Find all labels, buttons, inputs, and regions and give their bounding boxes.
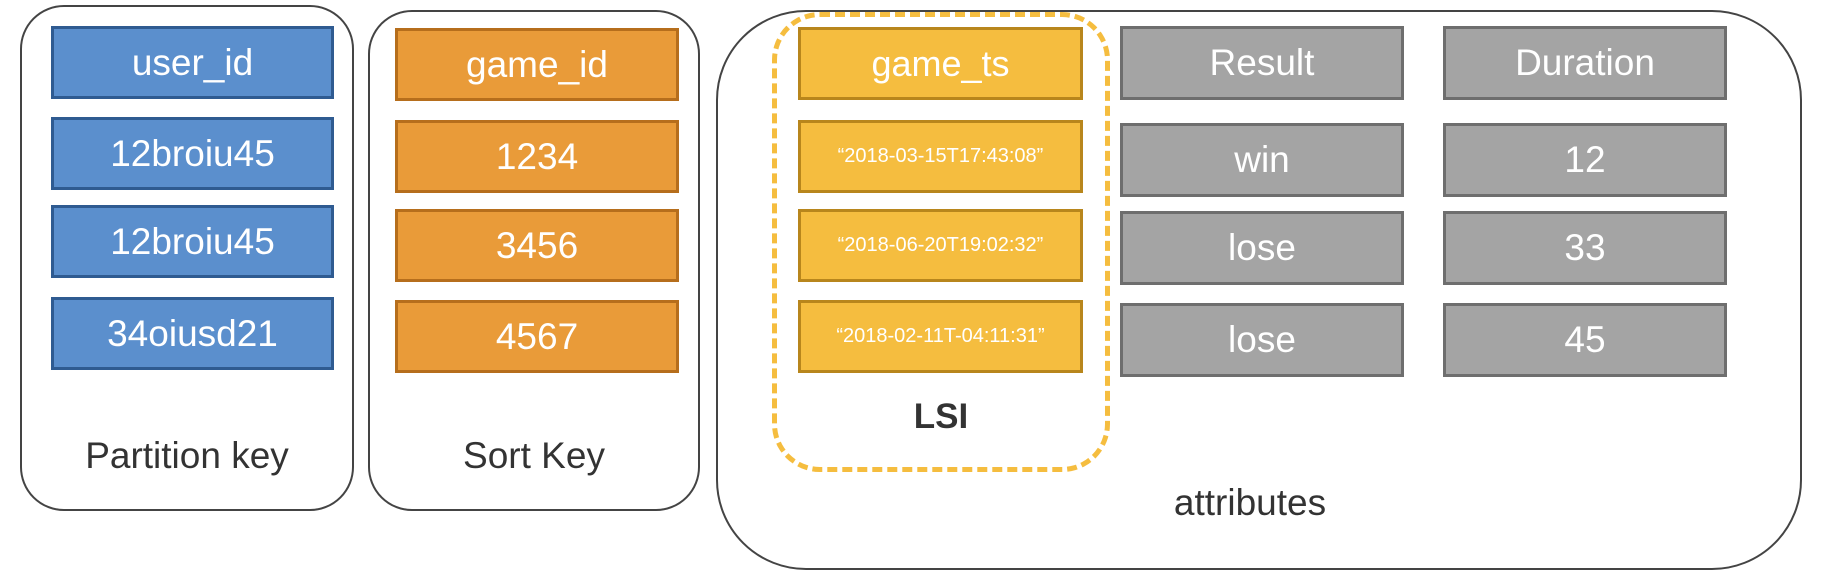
duration-cell-3: 45 xyxy=(1443,303,1727,377)
game-ts-cell-3: “2018-02-11T-04:11:31” xyxy=(798,300,1083,373)
partition-key-cell-2: 12broiu45 xyxy=(51,205,334,278)
game-ts-header: game_ts xyxy=(798,27,1083,100)
result-cell-1: win xyxy=(1120,123,1404,197)
lsi-highlight xyxy=(772,12,1110,472)
duration-cell-2: 33 xyxy=(1443,211,1727,285)
sort-key-cell-3: 4567 xyxy=(395,300,679,373)
game-ts-cell-1: “2018-03-15T17:43:08” xyxy=(798,120,1083,193)
game-ts-cell-2: “2018-06-20T19:02:32” xyxy=(798,209,1083,282)
sort-key-header: game_id xyxy=(395,28,679,101)
partition-key-cell-3: 34oiusd21 xyxy=(51,297,334,370)
partition-key-label: Partition key xyxy=(85,435,289,476)
partition-key-header: user_id xyxy=(51,26,334,99)
lsi-label: LSI xyxy=(913,397,969,436)
duration-cell-1: 12 xyxy=(1443,123,1727,197)
result-cell-3: lose xyxy=(1120,303,1404,377)
sort-key-cell-1: 1234 xyxy=(395,120,679,193)
result-cell-2: lose xyxy=(1120,211,1404,285)
result-header: Result xyxy=(1120,26,1404,100)
attributes-label: attributes xyxy=(1173,482,1327,523)
duration-header: Duration xyxy=(1443,26,1727,100)
partition-key-cell-1: 12broiu45 xyxy=(51,117,334,190)
sort-key-cell-2: 3456 xyxy=(395,209,679,282)
sort-key-label: Sort Key xyxy=(463,435,605,476)
